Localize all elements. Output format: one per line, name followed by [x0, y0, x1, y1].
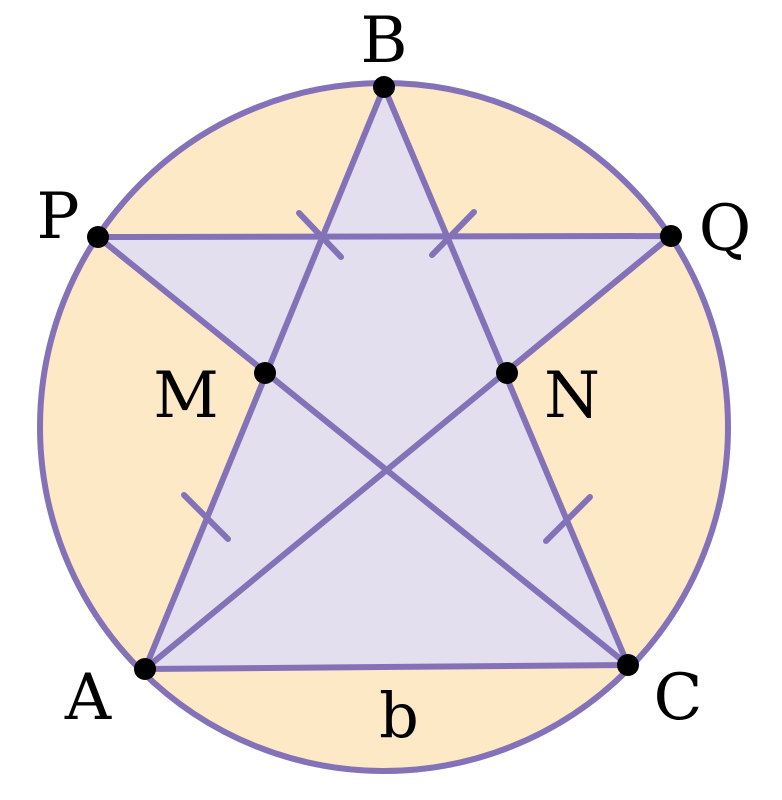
tick-mark-AM: [181, 492, 231, 542]
point-N: [496, 362, 518, 384]
point-C: [617, 654, 639, 676]
point-M: [254, 362, 276, 384]
label-P: P: [36, 180, 79, 254]
tick-mark-BM: [296, 210, 344, 260]
segment-PQ: [95, 233, 674, 240]
point-A: [134, 658, 156, 680]
label-B: B: [360, 4, 407, 78]
tick-mark-BN: [429, 209, 477, 258]
point-Q: [660, 225, 682, 247]
star-region: [98, 87, 671, 669]
label-N: N: [544, 359, 600, 433]
point-P: [87, 226, 109, 248]
tick-mark-CN: [543, 494, 593, 544]
label-A: A: [64, 661, 112, 735]
segment-AC: [142, 662, 631, 672]
label-Q: Q: [699, 192, 751, 266]
segment-PC: [95, 234, 631, 668]
side-label-b: b: [379, 679, 419, 752]
segment-QA: [142, 233, 674, 672]
label-C: C: [654, 661, 703, 735]
point-B: [373, 76, 395, 98]
label-M: M: [153, 359, 219, 433]
